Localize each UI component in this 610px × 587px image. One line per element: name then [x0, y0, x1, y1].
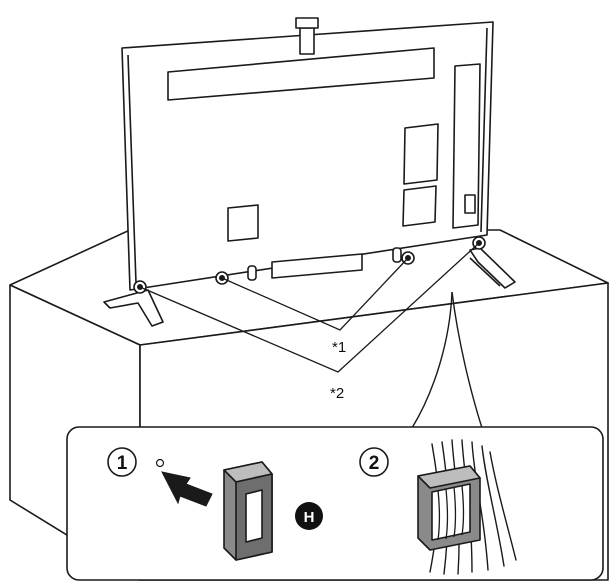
right-compartment: [452, 63, 481, 229]
terminal-square: [227, 204, 259, 242]
callout-label-1: *1: [332, 339, 346, 356]
connector-panel-upper: [403, 123, 439, 185]
cable-holder-closed: [417, 465, 481, 551]
rear-slot: [167, 47, 435, 101]
holder-opening: [245, 489, 263, 543]
part-letter-badge: [295, 502, 323, 530]
insert-arrow-icon: [161, 471, 213, 507]
part-letter: H: [304, 509, 315, 526]
leader-lines: [139, 242, 480, 373]
detail-panel: [66, 426, 604, 581]
step-2-badge: [359, 447, 389, 477]
cable-inside-4: [461, 485, 465, 536]
detail-pointer: [411, 291, 483, 429]
cable-inside-2: [445, 488, 449, 540]
cable-6: [481, 445, 505, 567]
pointer-line-left: [411, 291, 453, 429]
camera-bracket: [299, 27, 315, 55]
step-2-number: 2: [369, 453, 380, 474]
closed-holder-top: [417, 465, 481, 489]
connector-panel-lower: [402, 185, 437, 227]
leader-line-1: [221, 257, 409, 331]
closed-holder-opening: [431, 483, 471, 541]
cable-inside-3: [453, 486, 457, 538]
callout-label-2: *2: [330, 385, 344, 402]
tv-edge-left: [127, 54, 137, 284]
cable-holder-icon: [223, 461, 273, 561]
camera-bracket-top: [295, 17, 319, 29]
pointer-line-right: [451, 291, 483, 429]
step-1-badge: [107, 447, 137, 477]
small-slot-left: [247, 265, 257, 281]
tv-edge-right: [480, 27, 488, 233]
step-1-number: 1: [117, 453, 128, 474]
leader-line-2: [139, 242, 480, 373]
stand-foot-right-edge: [469, 257, 501, 287]
right-compartment-port: [464, 194, 476, 214]
bottom-connector-strip: [271, 253, 363, 279]
cable-inside-1: [437, 489, 441, 541]
cable-7: [489, 451, 517, 561]
small-slot-right: [392, 247, 402, 263]
cables-inside-holder: [437, 485, 465, 541]
tv-rear-icon: [121, 17, 494, 291]
target-hole: [155, 458, 165, 468]
